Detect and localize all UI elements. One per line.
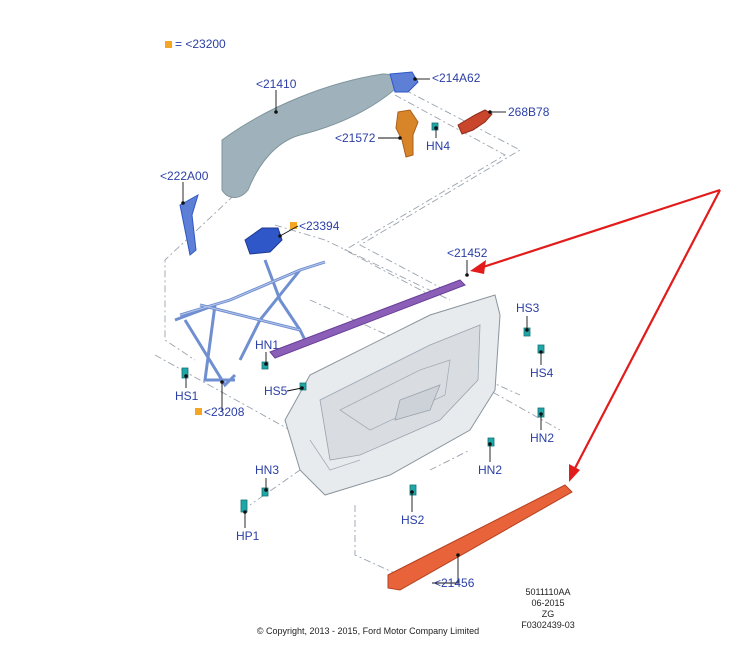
label-21452: <21452 bbox=[447, 246, 488, 260]
label-hn2-center: HN2 bbox=[478, 463, 502, 477]
fastener-hn3 bbox=[261, 487, 269, 497]
arrowhead-icon bbox=[470, 260, 486, 274]
legend-text: = <23200 bbox=[175, 37, 226, 51]
fastener-hn1 bbox=[261, 361, 269, 370]
label-hn4: HN4 bbox=[426, 139, 450, 153]
arrowhead-icon bbox=[569, 464, 580, 482]
fastener-hp1 bbox=[240, 499, 248, 513]
label-hn3: HN3 bbox=[255, 463, 279, 477]
drawing-code-1: 5011110AA bbox=[525, 587, 570, 597]
fastener-hs1 bbox=[181, 367, 189, 379]
label-21572: <21572 bbox=[335, 131, 376, 145]
phantom-lines bbox=[154, 89, 561, 581]
label-hs4: HS4 bbox=[530, 366, 554, 380]
orange-square-icon bbox=[165, 41, 172, 48]
door-inner-panel bbox=[284, 294, 501, 496]
drawing-code-4: F0302439-03 bbox=[521, 620, 575, 630]
window-motor bbox=[244, 227, 283, 255]
label-268b78: 268B78 bbox=[508, 105, 550, 119]
label-23394: <23394 bbox=[299, 219, 340, 233]
label-hs5: HS5 bbox=[264, 384, 288, 398]
label-222a00: <222A00 bbox=[160, 169, 209, 183]
orange-square-icon bbox=[290, 222, 297, 229]
red-bracket bbox=[457, 109, 493, 135]
drawing-code-2: 06-2015 bbox=[531, 598, 564, 608]
label-hs3: HS3 bbox=[516, 301, 540, 315]
label-hs1: HS1 bbox=[175, 389, 199, 403]
label-23208: <23208 bbox=[204, 405, 245, 419]
copyright-notice: © Copyright, 2013 - 2015, Ford Motor Com… bbox=[257, 626, 479, 636]
label-hn1: HN1 bbox=[255, 338, 279, 352]
orange-square-icon bbox=[195, 408, 202, 415]
belt-moulding bbox=[269, 279, 466, 359]
lower-weatherstrip bbox=[387, 484, 573, 591]
orange-bracket bbox=[395, 109, 419, 158]
label-21456: <21456 bbox=[434, 576, 475, 590]
fastener-hn4 bbox=[431, 122, 439, 131]
glass-run-bracket bbox=[389, 71, 419, 93]
label-hn2-right: HN2 bbox=[530, 431, 554, 445]
label-21410: <21410 bbox=[256, 77, 297, 91]
rear-glass-channel bbox=[179, 193, 199, 256]
regulator-detail bbox=[179, 261, 326, 331]
label-hp1: HP1 bbox=[236, 529, 260, 543]
window-regulator bbox=[174, 259, 326, 388]
drawing-code-3: ZG bbox=[542, 609, 555, 619]
label-hs2: HS2 bbox=[401, 513, 425, 527]
red-callout-arrows bbox=[470, 188, 721, 482]
label-214a62: <214A62 bbox=[432, 71, 481, 85]
fastener-hs2 bbox=[409, 484, 417, 496]
door-glass bbox=[221, 73, 397, 198]
fasteners bbox=[181, 122, 545, 513]
fastener-hs5 bbox=[299, 382, 307, 391]
leader-lines bbox=[181, 77, 543, 584]
fastener-hn2b bbox=[487, 437, 495, 447]
